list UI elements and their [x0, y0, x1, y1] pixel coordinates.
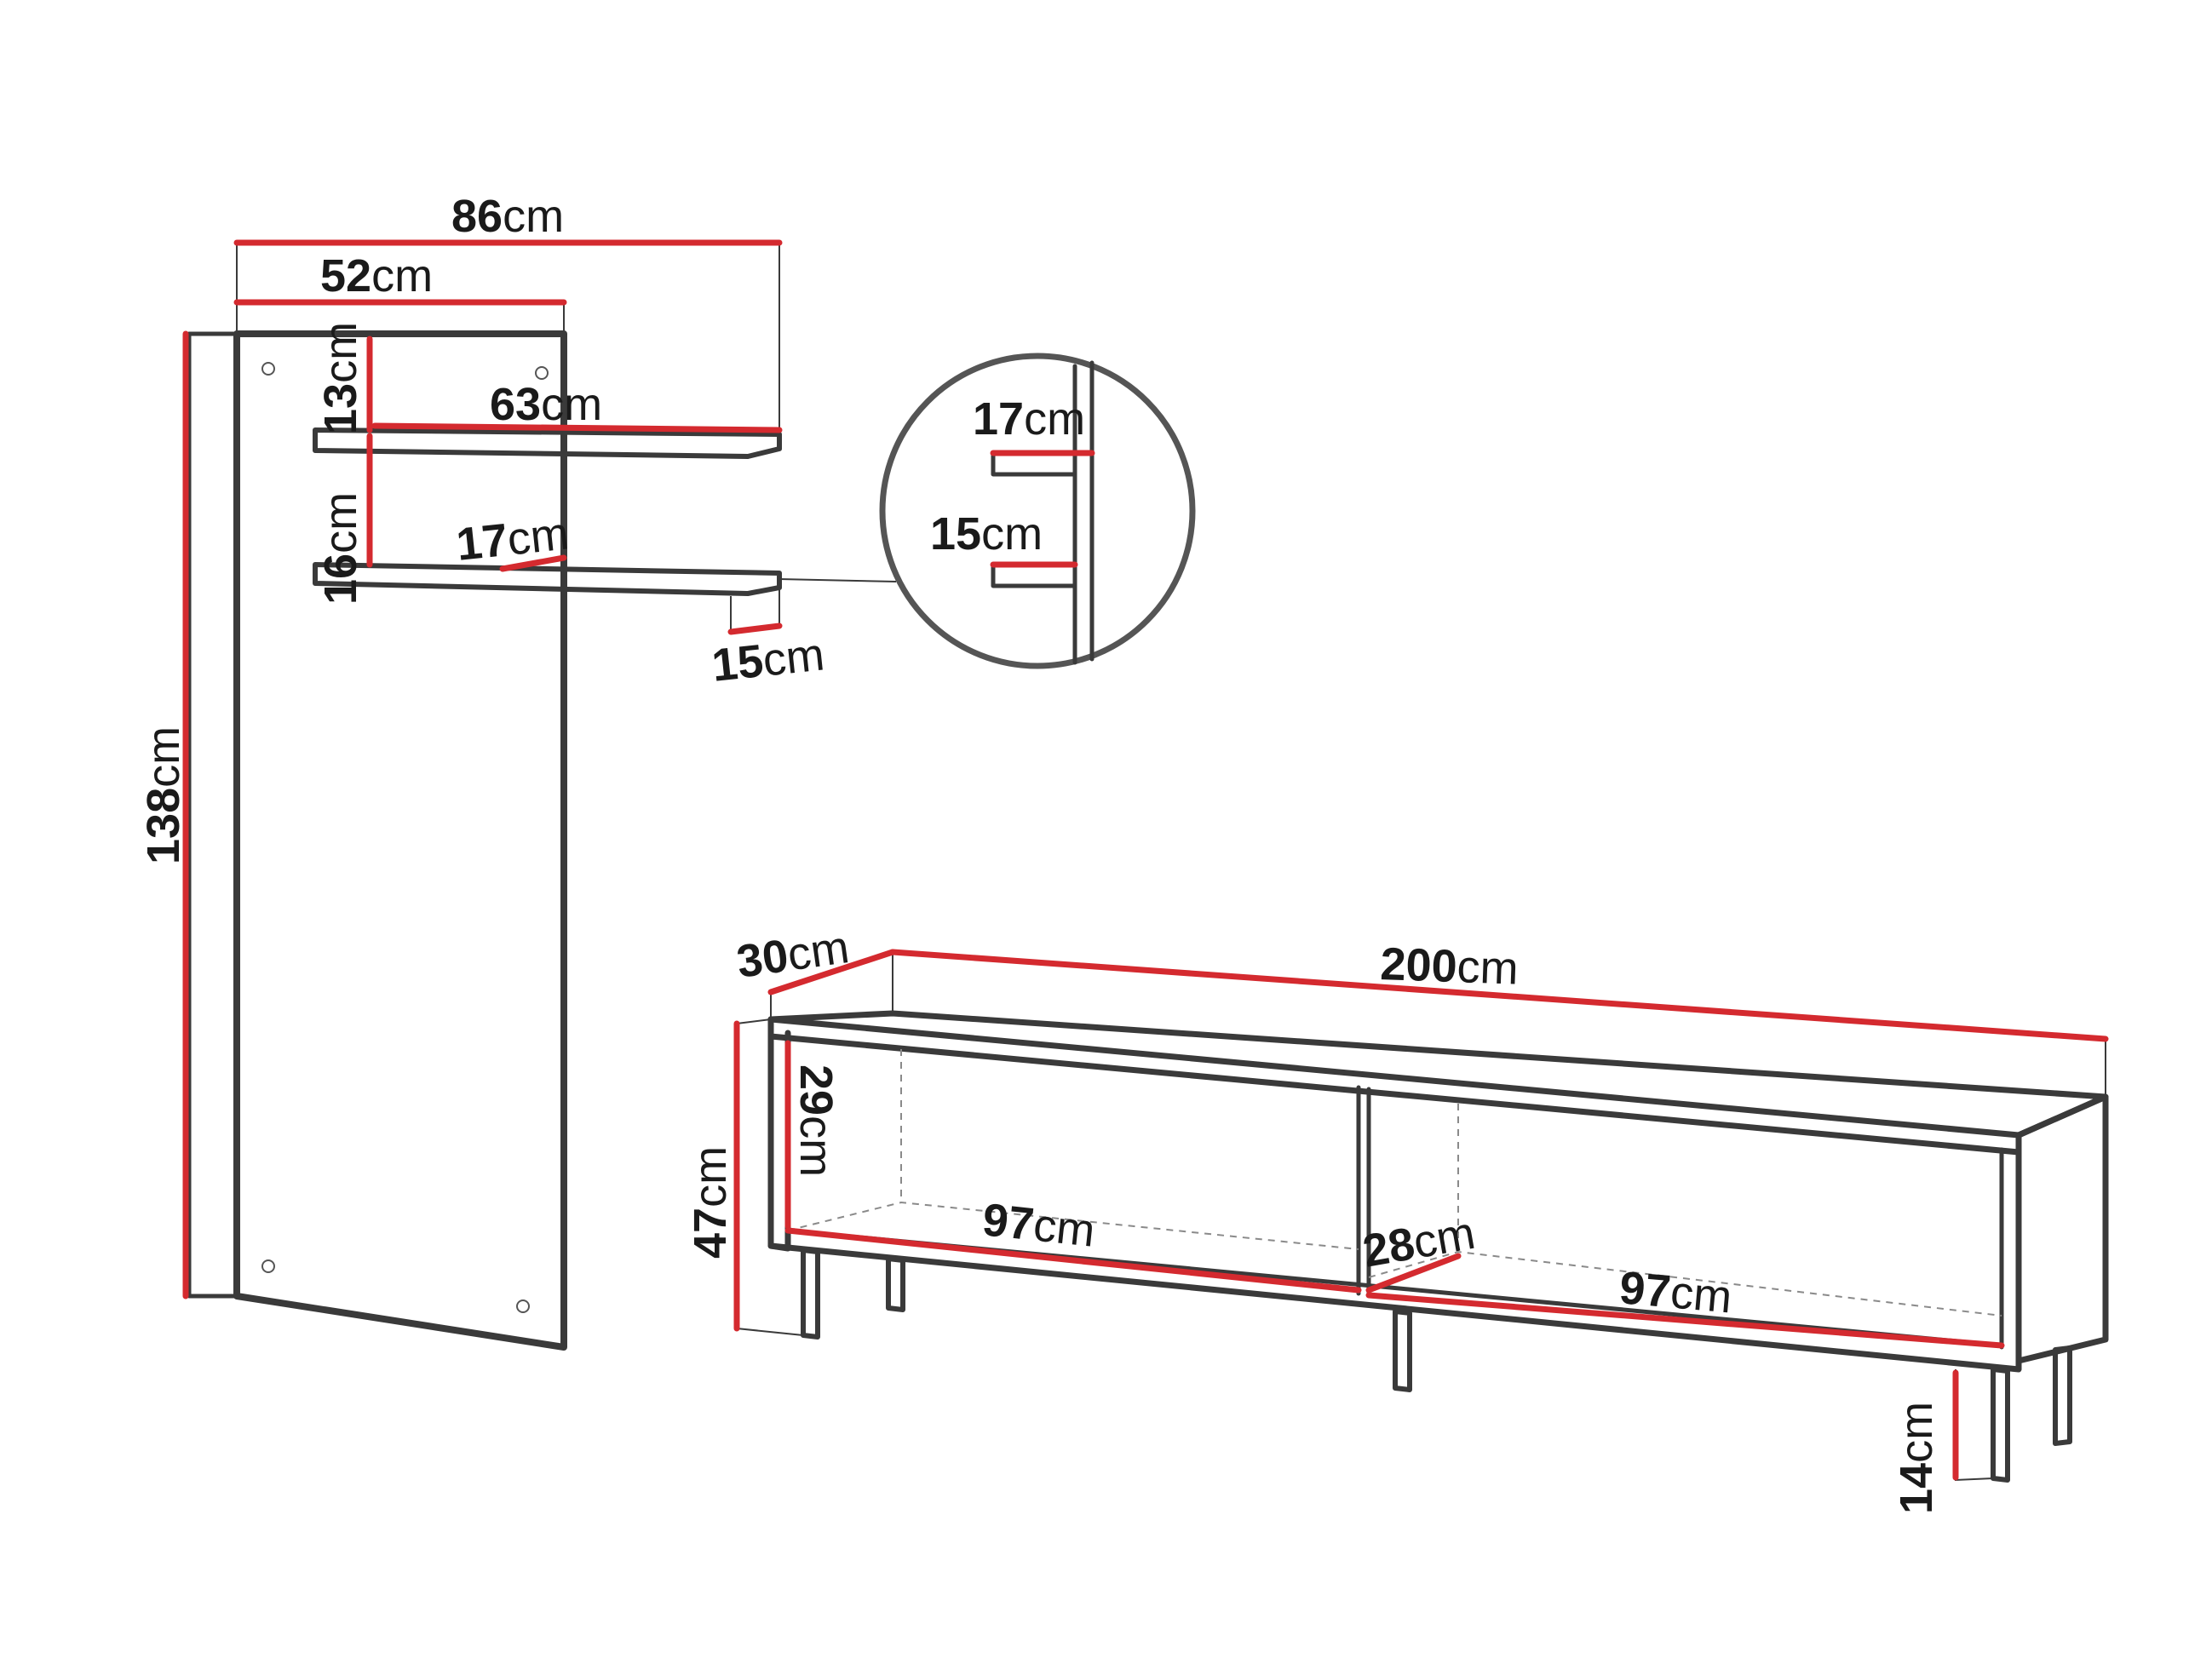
label-30: 30cm	[733, 921, 852, 988]
hidden-edge	[787, 1201, 1359, 1250]
label-28: 28cm	[1359, 1208, 1479, 1277]
label-63: 63cm	[490, 379, 602, 430]
cabinet-leg	[1393, 1309, 1412, 1392]
dimension-97-right	[1365, 1292, 2005, 1349]
wall-panel-drawing	[182, 239, 897, 1351]
mounting-hole	[261, 362, 275, 376]
detail-circle	[879, 353, 1196, 669]
label-16: 16cm	[315, 492, 366, 605]
dimension-17	[499, 554, 567, 572]
extension-line	[736, 1328, 804, 1336]
dimension-30	[767, 949, 896, 995]
cabinet-leg	[1991, 1367, 2010, 1483]
label-86: 86cm	[451, 191, 564, 242]
detail-label-17: 17cm	[973, 393, 1085, 445]
detail-label-15: 15cm	[930, 508, 1043, 559]
lower-shelf	[313, 562, 782, 596]
cabinet-bottom-edge	[767, 1242, 2022, 1373]
dimension-15	[727, 622, 783, 635]
label-17: 17cm	[454, 508, 572, 570]
label-13: 13cm	[315, 322, 366, 434]
dimension-63	[371, 422, 783, 433]
mounting-hole	[535, 366, 549, 380]
label-200: 200cm	[1380, 938, 1520, 995]
cabinet-leg	[2053, 1345, 2072, 1446]
dimension-97-left	[784, 1227, 1362, 1294]
label-138: 138cm	[138, 726, 189, 864]
mounting-hole	[516, 1299, 530, 1313]
label-15: 15cm	[710, 628, 827, 691]
extension-line	[736, 1018, 772, 1024]
hidden-edge	[1368, 1250, 2002, 1317]
cabinet-right-side	[2015, 1093, 2109, 1364]
label-29: 29cm	[790, 1064, 842, 1177]
label-47: 47cm	[685, 1146, 736, 1259]
label-97-left: 97cm	[980, 1194, 1098, 1256]
shelf-detail-callout	[879, 353, 1196, 669]
mounting-hole	[261, 1259, 275, 1273]
detail-leader-line	[779, 578, 897, 582]
panel-front-face	[233, 330, 567, 1351]
cabinet-leg	[886, 1256, 905, 1312]
label-14: 14cm	[1891, 1402, 1942, 1514]
cabinet-top	[767, 1010, 2109, 1139]
label-97-right: 97cm	[1617, 1262, 1734, 1322]
extension-line	[1955, 1369, 1994, 1482]
dimension-200	[889, 949, 2109, 1042]
label-52: 52cm	[320, 250, 433, 301]
dimension-labels: 86cm 52cm 63cm 13cm 16cm 17cm 15cm 138cm…	[138, 191, 1942, 1514]
upper-shelf	[313, 427, 782, 459]
panel-side-edge	[187, 331, 239, 1299]
dimension-28	[1365, 1253, 1462, 1294]
tv-cabinet-drawing	[733, 949, 2109, 1483]
cabinet-leg	[801, 1248, 820, 1340]
